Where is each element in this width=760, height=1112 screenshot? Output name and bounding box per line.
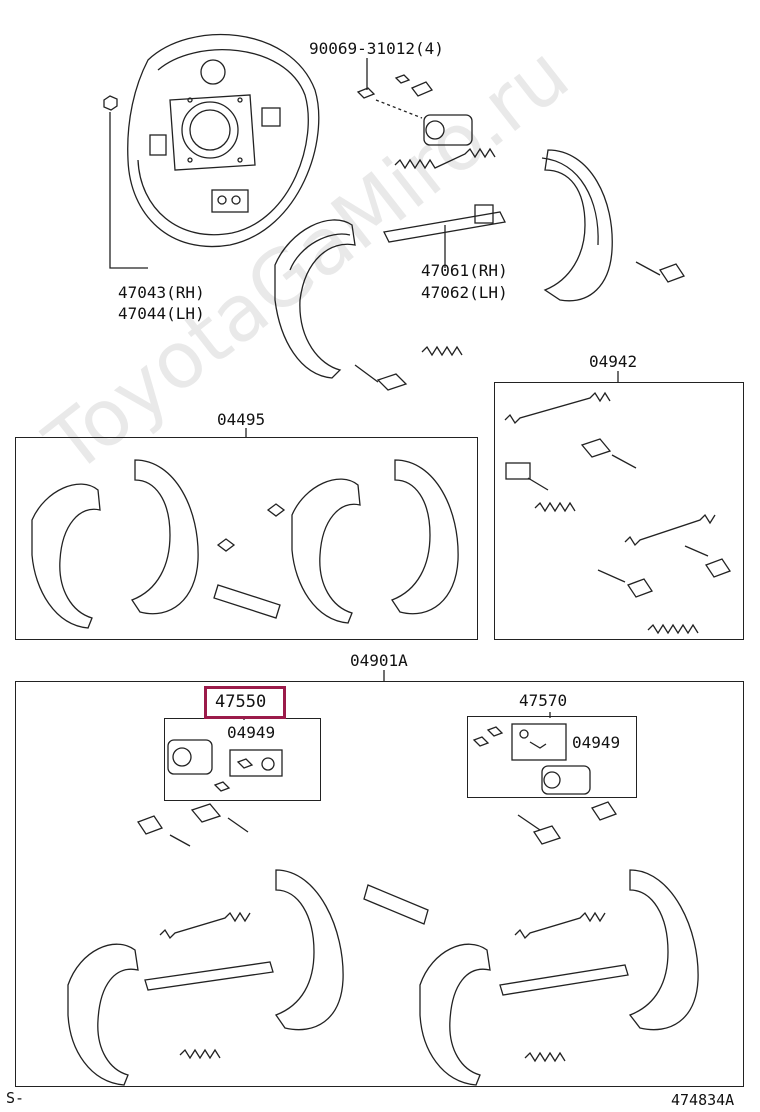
part-label-04949-right[interactable]: 04949 [572,733,621,752]
part-label-90069[interactable]: 90069-31012(4) [309,39,444,58]
kit-04942-box [494,382,744,640]
kit-04495-contents [31,459,459,629]
nut-illustration [103,95,148,269]
part-label-47062[interactable]: 47062(LH) [421,283,508,302]
wheel-cylinder-left-illustration [167,739,283,792]
pin-right-illustration [635,261,661,276]
adjuster-illustration [383,204,506,268]
pin-illustration [354,364,379,383]
part-label-04901a[interactable]: 04901A [350,651,408,670]
part-label-47043[interactable]: 47043(RH) [118,283,205,302]
kit-04942-contents [504,391,731,635]
part-label-47061[interactable]: 47061(RH) [421,261,508,280]
selected-part-highlight [204,686,286,719]
brake-shoe-right-illustration [541,149,613,302]
cylinder-47570-box [467,716,637,798]
kit-04901a-shoes [67,869,699,1086]
kit-04901a-box [15,681,744,1087]
footer-code: S- [6,1089,25,1107]
part-label-47044[interactable]: 47044(LH) [118,304,205,323]
clip-right-illustration [659,263,685,283]
brake-shoe-illustration [274,219,356,379]
clip-illustration [376,373,408,391]
backing-plate-illustration [127,33,320,248]
kit-04495-box [15,437,478,640]
wheel-cylinder-top-illustration [356,74,473,146]
part-label-04495[interactable]: 04495 [217,410,266,429]
kit-04901a-hardware [137,801,617,925]
diagram-id: 474834A [671,1091,735,1109]
kit-04901a-springs [144,911,629,1063]
part-label-47570[interactable]: 47570 [519,691,568,710]
spring-top-illustration [394,147,496,170]
part-label-47550[interactable]: 47550 [215,692,267,712]
wheel-cylinder-right-illustration [472,723,591,795]
spring-mid-illustration [421,345,463,357]
part-label-04949-left[interactable]: 04949 [227,723,276,742]
part-label-04942[interactable]: 04942 [589,352,638,371]
